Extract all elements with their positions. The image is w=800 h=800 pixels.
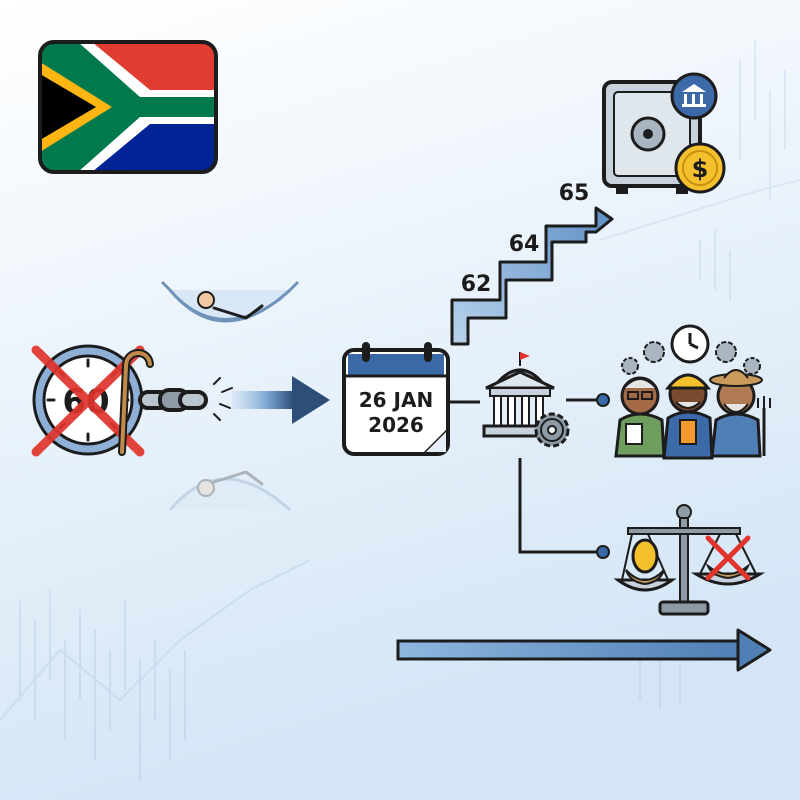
- background-chart-right: [599, 40, 800, 710]
- connector-government-scale: [518, 458, 610, 559]
- transition-arrow: [232, 376, 330, 424]
- age-increase-staircase: 62 64 65: [450, 181, 614, 346]
- background-chart-left: [0, 559, 311, 780]
- staircase-step-label: 64: [509, 232, 540, 257]
- bank-icon: [670, 72, 718, 120]
- ban-cross-icon: [705, 535, 751, 581]
- government-building-icon: [482, 352, 558, 438]
- svg-text:$: $: [692, 155, 709, 183]
- workers-group-icon: [614, 324, 771, 460]
- broken-chain-icon: [138, 388, 208, 412]
- hammock-icon: [160, 280, 300, 323]
- staircase-step-label: 62: [461, 272, 492, 297]
- gear-icon: [534, 412, 570, 448]
- calendar-year-label: 2026: [368, 413, 424, 437]
- timeline-arrow: [396, 628, 772, 672]
- calendar-icon: 26 JAN 2026: [342, 342, 450, 456]
- dollar-coin-icon: $: [674, 142, 726, 194]
- staircase-step-label: 65: [559, 181, 590, 206]
- connector-government-workers: [566, 393, 610, 407]
- walking-cane-icon: [118, 349, 154, 456]
- calendar-date-label: 26 JAN: [359, 388, 433, 412]
- chain-break-spark-icon: [213, 377, 233, 421]
- nest-egg-icon: [625, 538, 665, 586]
- hammock-reflection-icon: [168, 470, 292, 512]
- south-africa-flag-icon: [38, 40, 218, 174]
- balance-scale-icon: [613, 504, 766, 616]
